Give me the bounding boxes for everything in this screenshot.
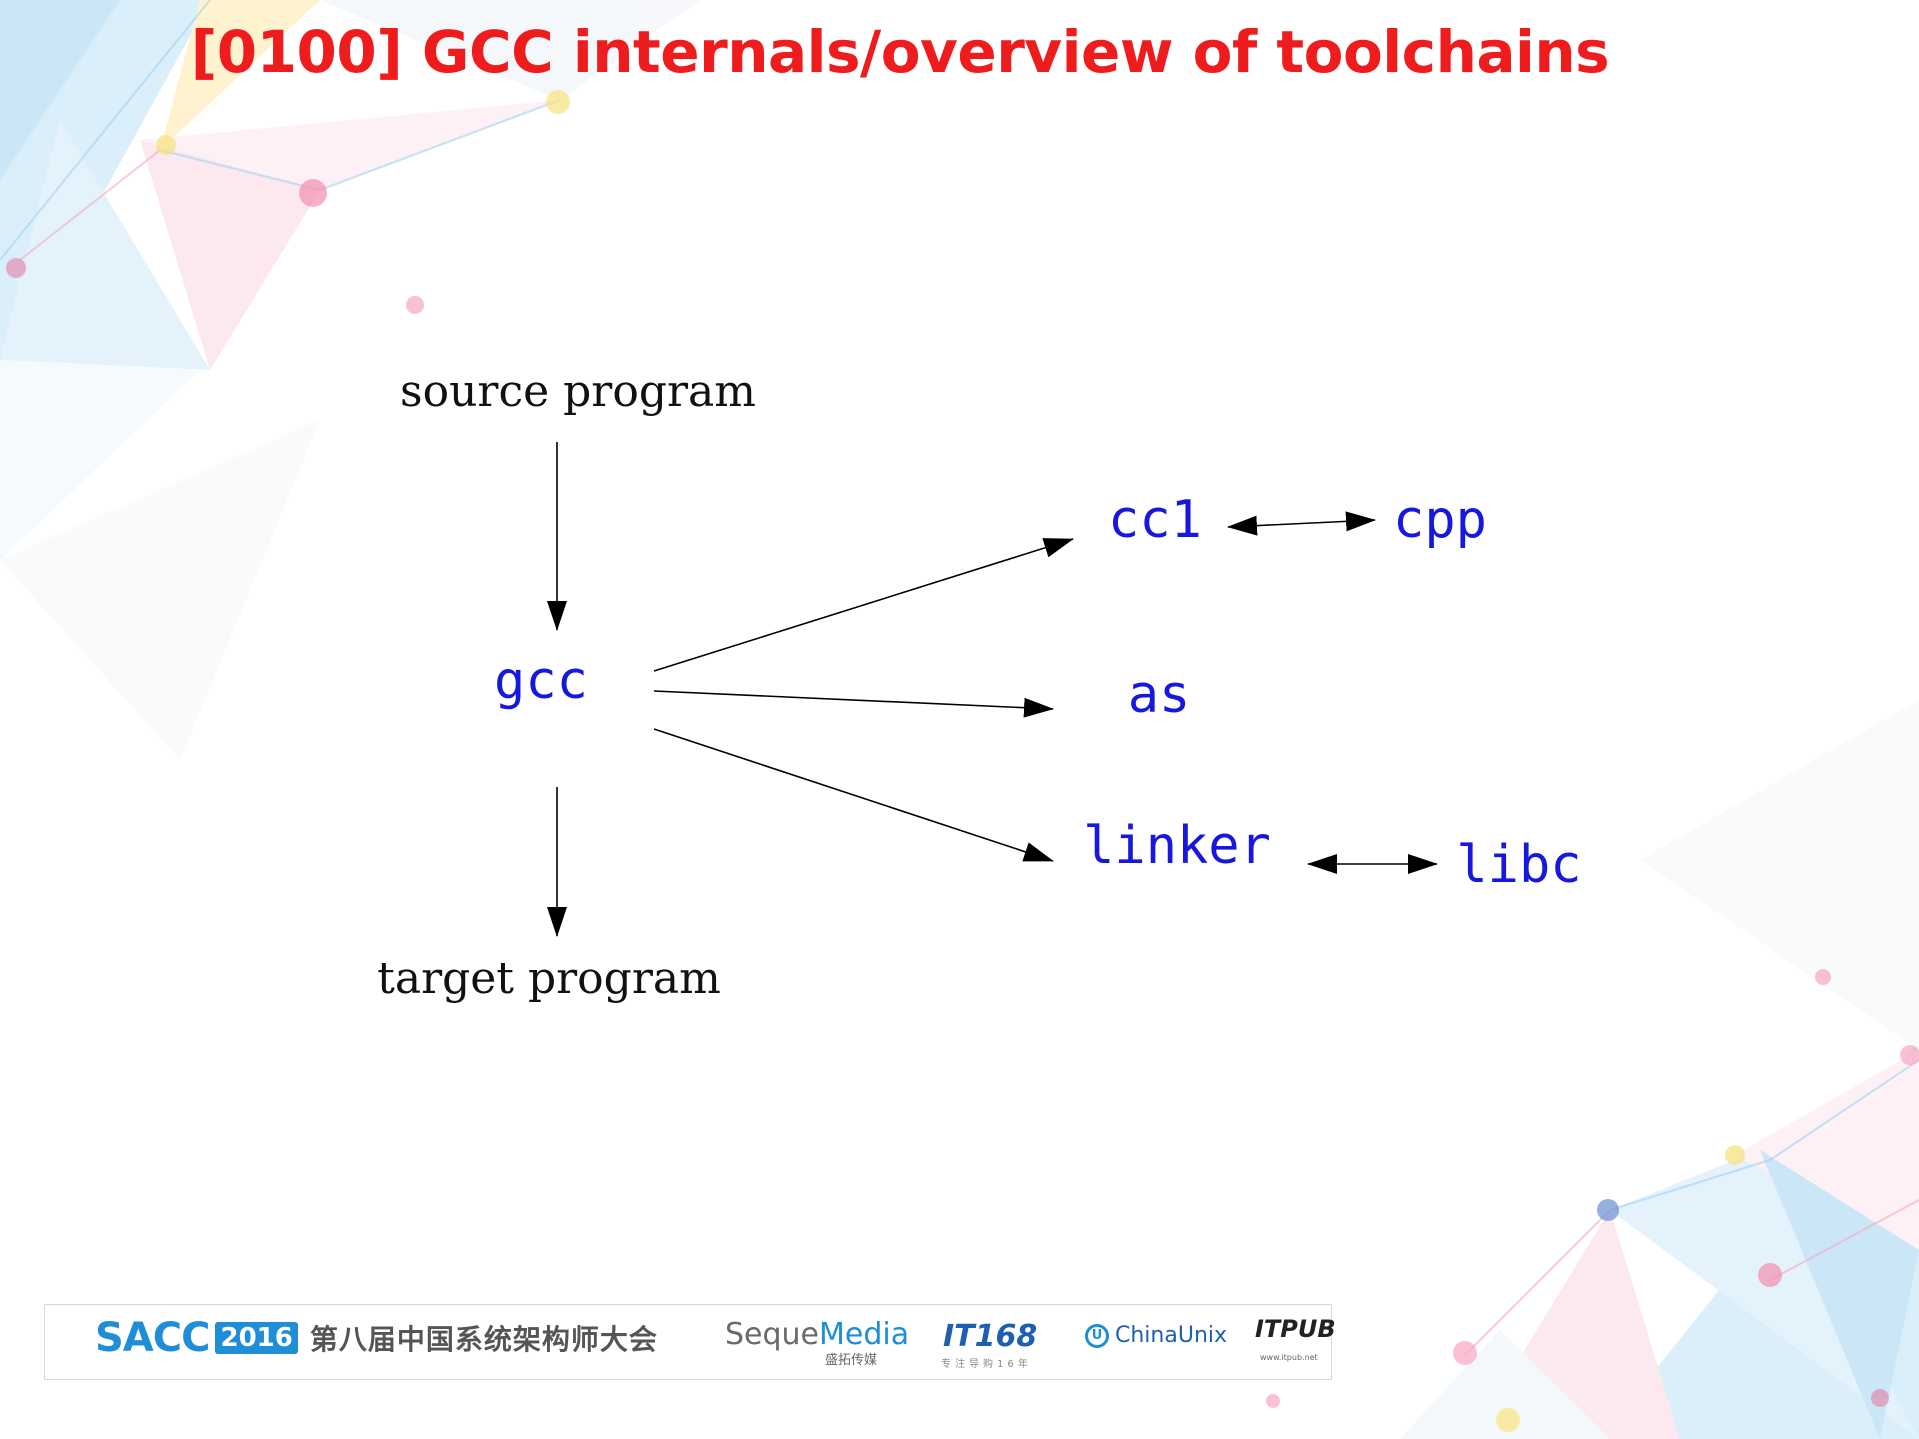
edge-gcc-to-cc1 [653,538,1074,672]
chinaunix-logo: U ChinaUnix [1085,1323,1227,1348]
chinaunix-icon: U [1085,1323,1109,1348]
node-cpp: cpp [1393,490,1487,550]
node-linker: linker [1083,816,1271,876]
node-gcc: gcc [494,651,588,711]
sequemedia-word-a: Seque [725,1317,820,1352]
sponsor-footer: SACC 2016 第八届中国系统架构师大会 SequeMedia 盛拓传媒 I… [44,1304,1336,1380]
node-as: as [1128,665,1191,725]
sequemedia-logo: SequeMedia [725,1317,909,1352]
itpub-logo: ITPUB [1255,1315,1336,1343]
it168-subtitle: 专注导购16年 [941,1359,1032,1370]
sacc-logo: SACC 2016 第八届中国系统架构师大会 [95,1315,658,1361]
sacc-subtitle: 第八届中国系统架构师大会 [309,1323,658,1356]
node-target-program: target program [377,953,721,1004]
chinaunix-word: ChinaUnix [1115,1323,1228,1348]
edge-gcc-to-linker [653,728,1054,862]
it168-logo: IT168 [943,1319,1038,1354]
sacc-year: 2016 [215,1322,298,1354]
page-title: [0100] GCC internals/overview of toolcha… [190,18,1610,86]
edge-gcc-to-as [653,690,1054,718]
sequemedia-word-b: Media [819,1317,910,1352]
sequemedia-subtitle: 盛拓传媒 [825,1353,878,1368]
sacc-word: SACC [95,1315,210,1361]
node-cc1: cc1 [1108,490,1202,550]
node-source-program: source program [400,366,756,417]
edge-cc1-cpp [1227,511,1376,536]
node-libc: libc [1456,835,1581,895]
itpub-subtitle: www.itpub.net [1260,1353,1318,1362]
